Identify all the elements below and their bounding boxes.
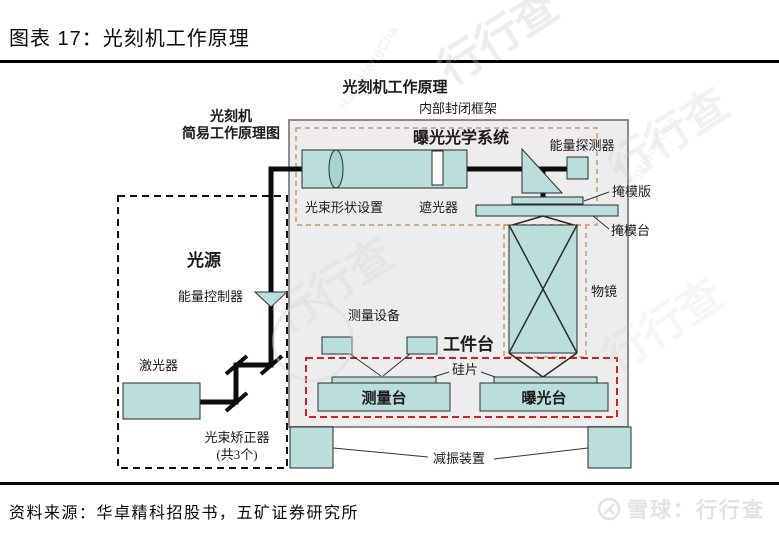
light-source-box [117, 195, 288, 469]
beam-splitter-prism [521, 147, 564, 194]
damper-block-right [587, 426, 632, 469]
snowball-logo-icon [597, 497, 621, 521]
lithography-diagram: 光刻机工作原理 内部封闭框架 光刻机 简易工作原理图 曝光光学系统 激光器 光源… [117, 78, 651, 469]
wafer-label: 硅片 [452, 362, 478, 377]
objective-diagonal-2 [508, 224, 578, 354]
mask-stage-bar [475, 204, 619, 217]
source-line: 资料来源：华卓精科招股书，五矿证券研究所 [9, 505, 360, 522]
light-source-label: 光源 [186, 250, 221, 270]
beam-corrector-mirror-1 [224, 391, 249, 413]
damper-leader-right [493, 447, 589, 460]
beam-corrector-mirror-2 [224, 354, 249, 376]
schematic-label-line2: 简易工作原理图 [182, 125, 280, 142]
diagram-title: 光刻机工作原理 [341, 78, 447, 96]
measurement-sensor-right [406, 336, 438, 355]
footer-rule [0, 482, 779, 485]
laser-label: 激光器 [139, 358, 178, 373]
measurement-stage-label: 测量台 [361, 389, 406, 407]
laser-box [122, 382, 201, 420]
objective-funnel-left [508, 215, 544, 227]
wafer-bar-right [493, 376, 598, 384]
exposure-stage-label: 曝光台 [521, 389, 566, 407]
damper-label: 减振装置 [433, 451, 485, 466]
shutter-label: 遮光器 [419, 200, 458, 215]
energy-controller-label: 能量控制器 [178, 289, 243, 304]
focus-cone-left [508, 352, 544, 378]
workpiece-stage-box [305, 357, 618, 418]
beam-corrector-label-line1: 光束矫正器 [204, 430, 269, 445]
energy-detector-label: 能量探测器 [549, 138, 614, 153]
energy-controller-shape [253, 291, 289, 308]
schematic-label-line1: 光刻机 [209, 108, 252, 125]
damper-leader-left [332, 447, 429, 458]
wafer-bar-left [331, 376, 437, 384]
measurement-stage-box [317, 382, 451, 412]
sensor-sight-line-left [349, 353, 382, 377]
focus-cone-right [542, 352, 578, 378]
mask-stage-label: 掩模台 [611, 223, 650, 238]
damper-block-left [289, 426, 334, 469]
beam-corrector-label-line2: (共3个) [216, 447, 257, 462]
optical-system-label: 曝光光学系统 [413, 128, 509, 147]
mask-stage-leader [592, 215, 610, 230]
optical-system-box [295, 127, 598, 226]
brand-logo: 雪球：行行查 [597, 494, 765, 524]
exposure-stage-box [479, 382, 609, 412]
brand-logo-text: 雪球：行行查 [627, 499, 765, 522]
title-underline [0, 60, 779, 63]
mask-plate-leader [583, 191, 610, 202]
energy-detector-box [566, 156, 589, 180]
lens-element [328, 149, 344, 189]
measurement-equipment-label: 测量设备 [348, 308, 400, 323]
page-title: 图表 17：光刻机工作原理 [9, 28, 250, 50]
workpiece-stage-label: 工件台 [443, 334, 494, 354]
beam-corrector-mirror-3 [259, 354, 284, 376]
objective-funnel-right [542, 215, 578, 227]
beam-shaper-label: 光束形状设置 [305, 200, 383, 215]
mask-plate-bar [511, 196, 584, 205]
mask-plate-label: 掩模版 [612, 184, 651, 199]
sensor-sight-line-right [382, 353, 411, 377]
shutter-bar [431, 150, 444, 186]
objective-lens-label: 物镜 [591, 284, 617, 299]
inner-frame-label: 内部封闭框架 [419, 101, 497, 116]
measurement-sensor-left [321, 336, 353, 355]
